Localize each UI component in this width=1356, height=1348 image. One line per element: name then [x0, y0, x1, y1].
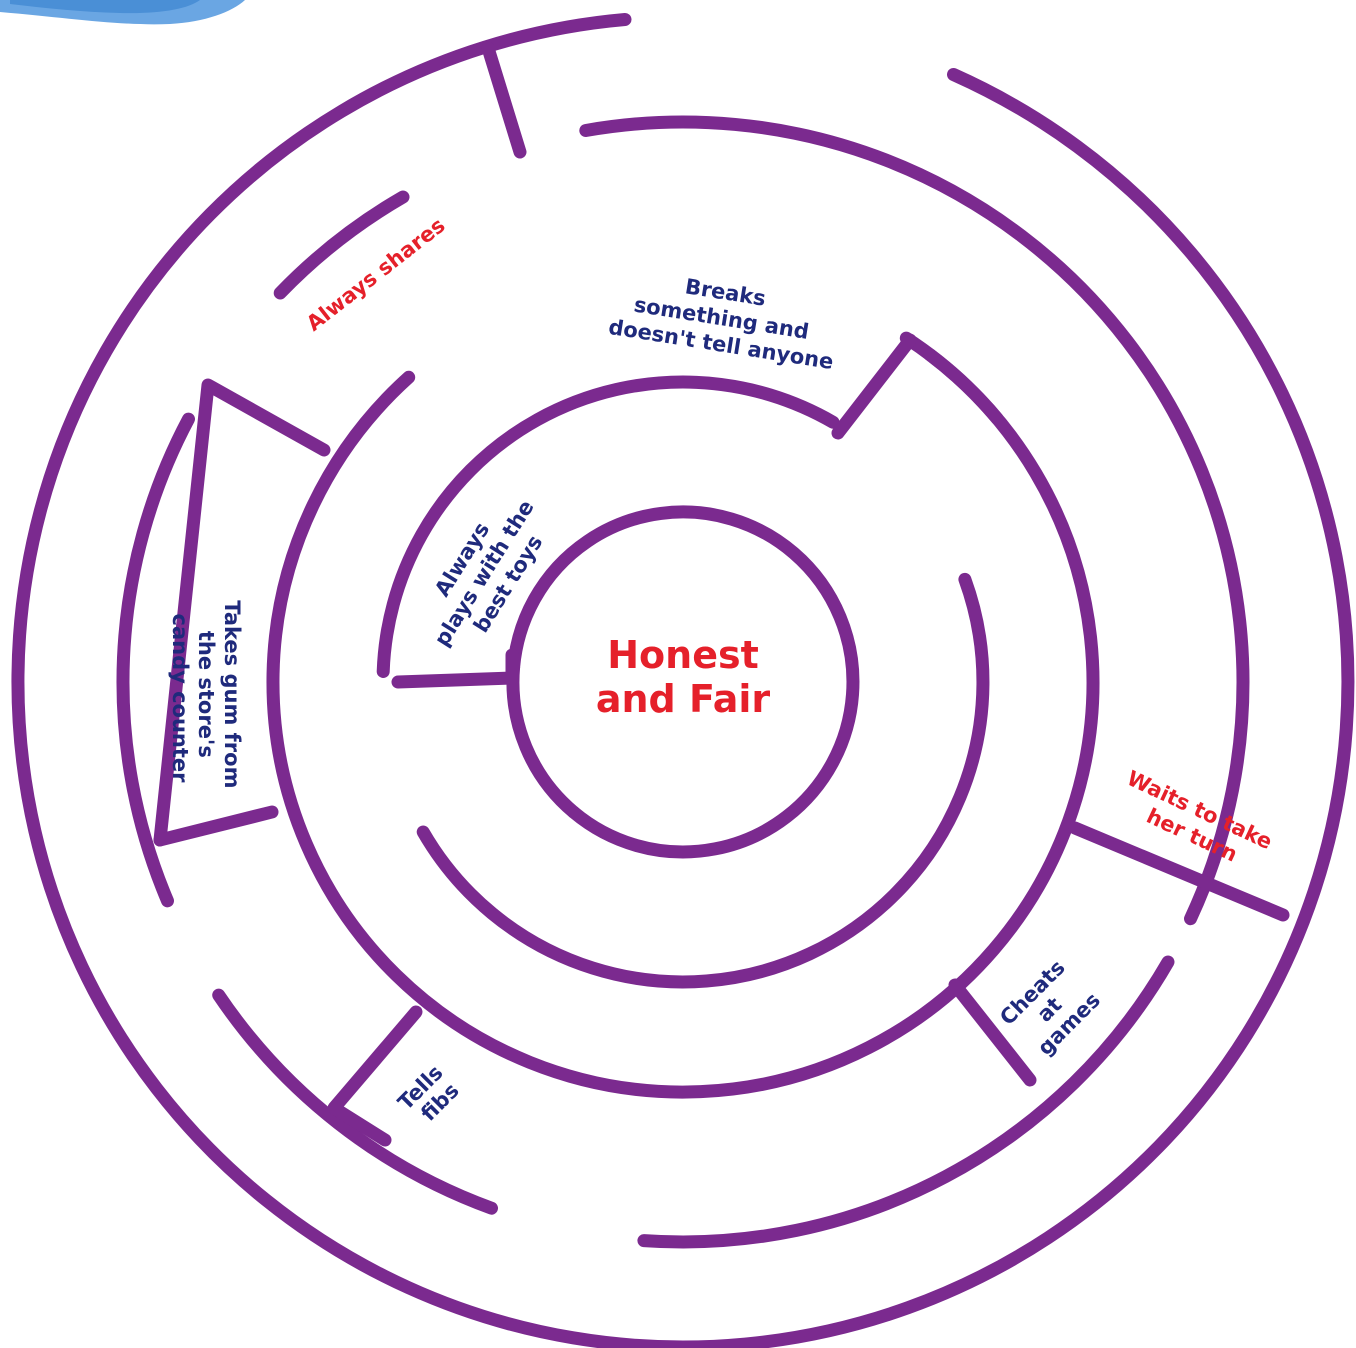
choice-best-toys[interactable]: Always plays with the best toys: [408, 476, 565, 664]
svg-text:Always plays with the: Always plays with the best toys: [408, 476, 565, 664]
ring-2-wall-shares: [273, 190, 410, 300]
label-gum-line3: candy counter: [168, 613, 192, 783]
svg-text:Cheats at games: Cheats at games: [995, 950, 1109, 1064]
connector-cheats: [948, 978, 1037, 1087]
ring-4-wall-top: [376, 375, 840, 678]
svg-text:Waits to take her turn: Waits to take her turn: [1112, 766, 1282, 881]
choice-takes-gum[interactable]: Takes gum from the store's candy counter: [168, 600, 244, 796]
ring-2-wall-lower: [637, 955, 1175, 1249]
ring-3-wall-top: [899, 331, 1004, 425]
connector-left: [153, 378, 331, 847]
label-always-shares: Always shares: [302, 213, 450, 336]
ring-2-wall-left-lower: [212, 988, 498, 1215]
svg-text:Breaks something and: Breaks something and doesn't tell anyone: [607, 263, 843, 374]
connector-fibs: [327, 1005, 423, 1147]
label-gum-line1: Takes gum from: [220, 600, 244, 788]
connector-breaks: [831, 333, 917, 440]
ring-2-wall-left: [116, 412, 195, 908]
choice-breaks-something[interactable]: Breaks something and doesn't tell anyone: [607, 263, 843, 374]
maze-walls: [11, 13, 1355, 1348]
ring-2-wall-upper: [579, 115, 1250, 926]
connector-waits: [1068, 821, 1290, 922]
ring-4-wall: [416, 572, 990, 989]
outer-wall: [11, 13, 1355, 1348]
corner-decoration: [0, 0, 245, 25]
maze-goal[interactable]: Honest and Fair: [596, 633, 771, 721]
connector-toys: [391, 648, 519, 689]
inner-wall-left: [506, 660, 581, 819]
inner-wall: [507, 505, 860, 859]
goal-line2: and Fair: [596, 677, 771, 721]
choice-always-shares[interactable]: Always shares: [302, 213, 450, 336]
ring-3-wall: [266, 348, 1100, 1099]
svg-text:Always shares: Always shares: [302, 213, 450, 336]
label-gum-line2: the store's: [194, 631, 218, 758]
choice-waits-turn[interactable]: Waits to take her turn: [1112, 766, 1282, 881]
connector-gum: [153, 805, 279, 847]
choice-cheats[interactable]: Cheats at games: [995, 950, 1109, 1064]
choice-tells-fibs[interactable]: Tells fibs: [393, 1055, 469, 1131]
svg-text:Takes gum from the store: Takes gum from the store's candy counter: [168, 600, 244, 796]
goal-line1: Honest: [607, 633, 759, 677]
svg-text:Tells fibs: Tells fibs: [393, 1055, 469, 1131]
connector-top: [481, 41, 527, 159]
